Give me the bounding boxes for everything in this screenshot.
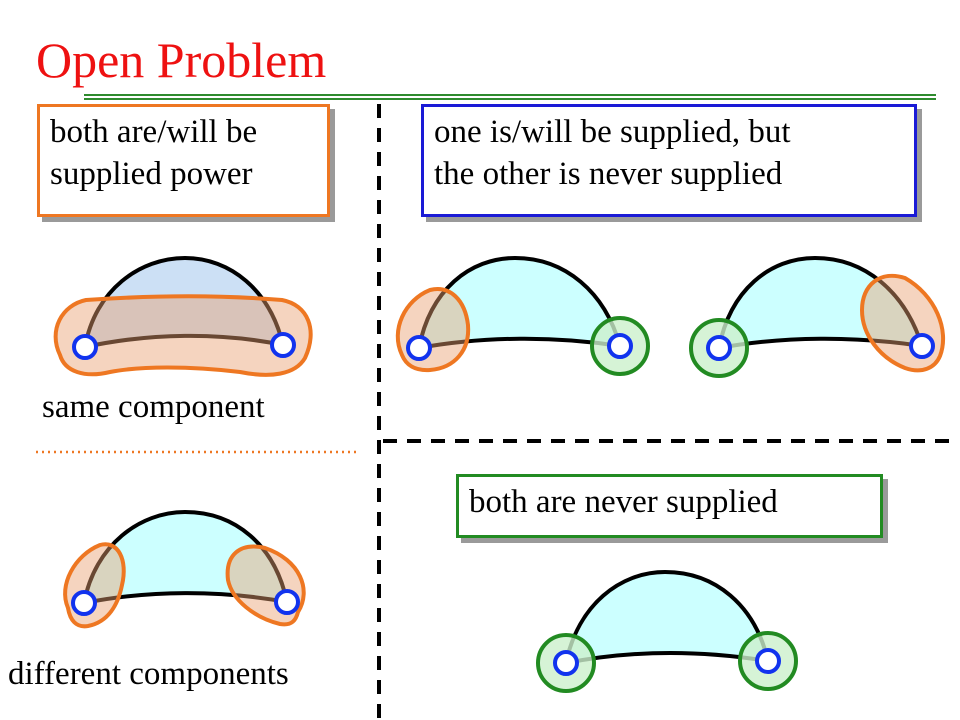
highlight-region [53,294,313,377]
component-arc [83,255,285,348]
node-left [71,590,97,616]
title-rule-bottom [84,98,936,100]
component-chord [83,591,288,605]
component-chord [84,333,284,349]
node-left [553,650,579,676]
box-line: both are never supplied [469,484,778,520]
same-component-diagram [53,255,313,377]
component-arc [564,569,770,664]
box-line: the other is never supplied [434,156,783,192]
box-line: supplied power [50,156,253,192]
component-arc [82,509,289,604]
component-region [84,512,287,603]
node-right [274,589,300,615]
node-right [909,333,935,359]
both-supplied-box: both are/will be supplied power [37,104,330,217]
highlight-region [859,273,946,373]
node-right [270,332,296,358]
node-left [406,335,432,361]
same-component-caption: same component [42,389,265,425]
component-region [85,258,283,347]
box-line: one is/will be supplied, but [434,114,791,150]
never-supplied-diagram [536,569,798,693]
highlight-region-left [63,542,126,629]
component-arc [417,255,622,349]
different-components-diagram [63,509,306,629]
different-components-caption: different components [8,656,289,692]
component-region [566,572,768,663]
box-line: both are/will be [50,114,258,150]
node-right [755,648,781,674]
one-supplied-diagram-left [395,255,650,376]
component-region [719,258,922,348]
never-supplied-box: both are never supplied [456,474,883,538]
highlight-region [395,287,471,373]
component-arc [717,255,924,349]
one-supplied-box: one is/will be supplied, but the other i… [421,104,917,217]
node-left [72,334,98,360]
title-rule-top [84,94,936,96]
node-left [706,335,732,361]
one-supplied-diagram-right [689,255,946,378]
node-right [607,333,633,359]
slide-title: Open Problem [36,32,327,88]
